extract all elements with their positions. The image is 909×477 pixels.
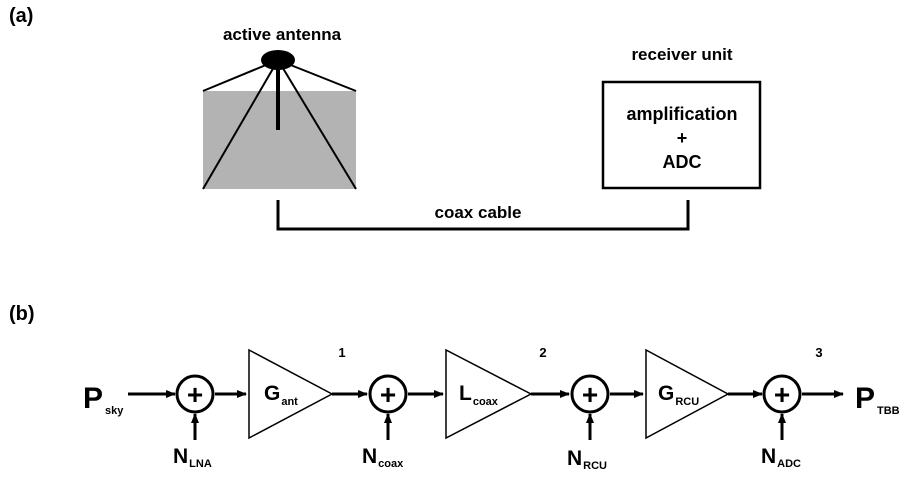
stage-number-1: 1 xyxy=(338,345,345,360)
svg-text:+: + xyxy=(380,379,396,410)
loss-block-coax xyxy=(445,348,533,440)
summing-junction-1: + xyxy=(175,374,215,414)
panel-a-label: (a) xyxy=(9,5,33,27)
antenna-wire-right-bottom xyxy=(277,59,357,190)
gain-block-antenna-label: Gant xyxy=(264,382,298,408)
antenna-label: active antenna xyxy=(223,25,342,44)
noise-label-rcu: NRCU xyxy=(567,447,607,472)
antenna-wire-left-bottom xyxy=(202,59,279,190)
coax-cable-line xyxy=(276,200,690,231)
receiver-unit-box xyxy=(601,80,762,190)
lna-housing xyxy=(261,50,295,70)
panel-b-label: (b) xyxy=(9,303,35,325)
noise-arrows xyxy=(191,413,786,440)
receiver-line-1: amplification xyxy=(626,104,737,124)
stage-number-2: 2 xyxy=(539,345,546,360)
noise-label-adc: NADC xyxy=(761,445,801,470)
loss-block-coax-label: Lcoax xyxy=(459,382,499,408)
summing-junction-2: + xyxy=(368,374,408,414)
receiver-unit-label: receiver unit xyxy=(631,45,732,64)
noise-label-coax: Ncoax xyxy=(362,445,404,470)
summing-junction-3: + xyxy=(570,374,610,414)
receiver-line-3: ADC xyxy=(663,152,702,172)
stage-number-3: 3 xyxy=(815,345,822,360)
active-antenna-illustration xyxy=(202,50,357,190)
gain-block-antenna xyxy=(248,348,334,440)
receiver-line-2: + xyxy=(677,128,688,148)
gain-block-rcu-label: GRCU xyxy=(658,382,699,408)
summing-junction-4: + xyxy=(762,374,802,414)
svg-text:+: + xyxy=(582,379,598,410)
svg-text:+: + xyxy=(187,379,203,410)
noise-label-lna: NLNA xyxy=(173,445,212,470)
svg-text:+: + xyxy=(774,379,790,410)
gain-block-rcu xyxy=(645,348,730,440)
coax-cable-label: coax cable xyxy=(435,203,522,222)
